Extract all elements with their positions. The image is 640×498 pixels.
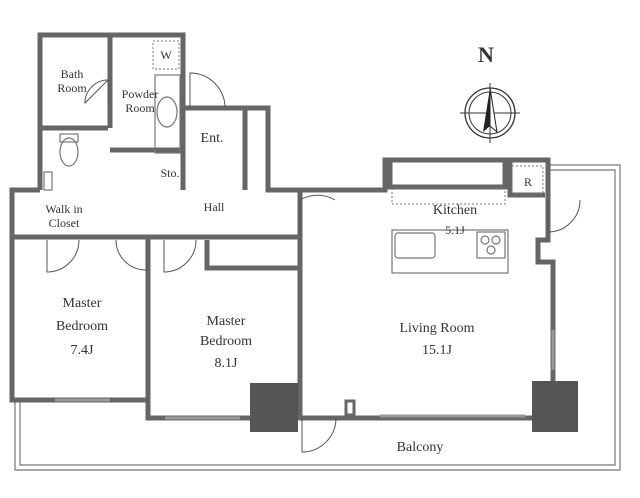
hall-label: Hall [204, 200, 225, 214]
door-swing[interactable] [115, 239, 147, 271]
north-label: N [478, 42, 494, 67]
refrigerator-space [511, 165, 544, 195]
master-bedroom-1-label: Bedroom [56, 319, 108, 334]
bath-room-label: Room [57, 81, 87, 95]
door-swing[interactable] [299, 194, 336, 235]
door-swing[interactable] [46, 239, 80, 273]
balcony-door[interactable] [301, 417, 337, 453]
kitchen-label: Kitchen [433, 203, 477, 218]
door-swing[interactable] [547, 199, 581, 233]
balcony-outline-inner [19, 169, 616, 466]
washer-space [152, 40, 180, 70]
kitchen-counter [391, 229, 509, 274]
stove [476, 231, 506, 259]
master-bedroom-2-label: Bedroom [200, 334, 252, 349]
entrance-label: Ent. [201, 131, 224, 146]
powder-room-label: Room [125, 101, 155, 115]
washbasin [156, 96, 178, 128]
balcony-outline [14, 164, 621, 471]
structural-column [532, 381, 578, 432]
refrigerator-label: R [524, 175, 532, 189]
burner-icon [486, 245, 496, 255]
living-room-size: 15.1J [422, 343, 453, 358]
door-swing[interactable] [84, 79, 110, 105]
burner-icon [491, 235, 501, 245]
bath-room-label: Bath [61, 67, 84, 81]
burner-icon [480, 235, 490, 245]
master-bedroom-2-label: Master [207, 314, 246, 329]
powder-room-label: Powder [122, 87, 159, 101]
interior-wall [12, 35, 545, 418]
washer-label: W [160, 48, 172, 62]
vanity-counter [154, 74, 181, 154]
kitchen-size: 5.1J [445, 223, 465, 237]
sink-icon [394, 232, 436, 259]
entrance-door[interactable] [189, 72, 226, 109]
structural-column [250, 383, 298, 432]
walk-in-closet-label: Walk in [45, 202, 82, 216]
master-bedroom-2-size: 8.1J [215, 356, 239, 371]
balcony-label: Balcony [397, 440, 444, 455]
toilet-icon [59, 137, 79, 167]
shelf [43, 171, 53, 191]
kitchen-cabinets [391, 187, 506, 205]
walk-in-closet-label: Closet [49, 216, 80, 230]
toilet-tank [59, 133, 79, 143]
living-room-label: Living Room [399, 321, 474, 336]
door-swing[interactable] [163, 239, 197, 273]
exterior-wall [9, 32, 556, 421]
master-bedroom-1-label: Master [63, 296, 102, 311]
compass-icon [460, 83, 520, 143]
storage-label: Sto. [160, 166, 179, 180]
master-bedroom-1-size: 7.4J [71, 343, 95, 358]
balcony-drain [344, 399, 356, 417]
